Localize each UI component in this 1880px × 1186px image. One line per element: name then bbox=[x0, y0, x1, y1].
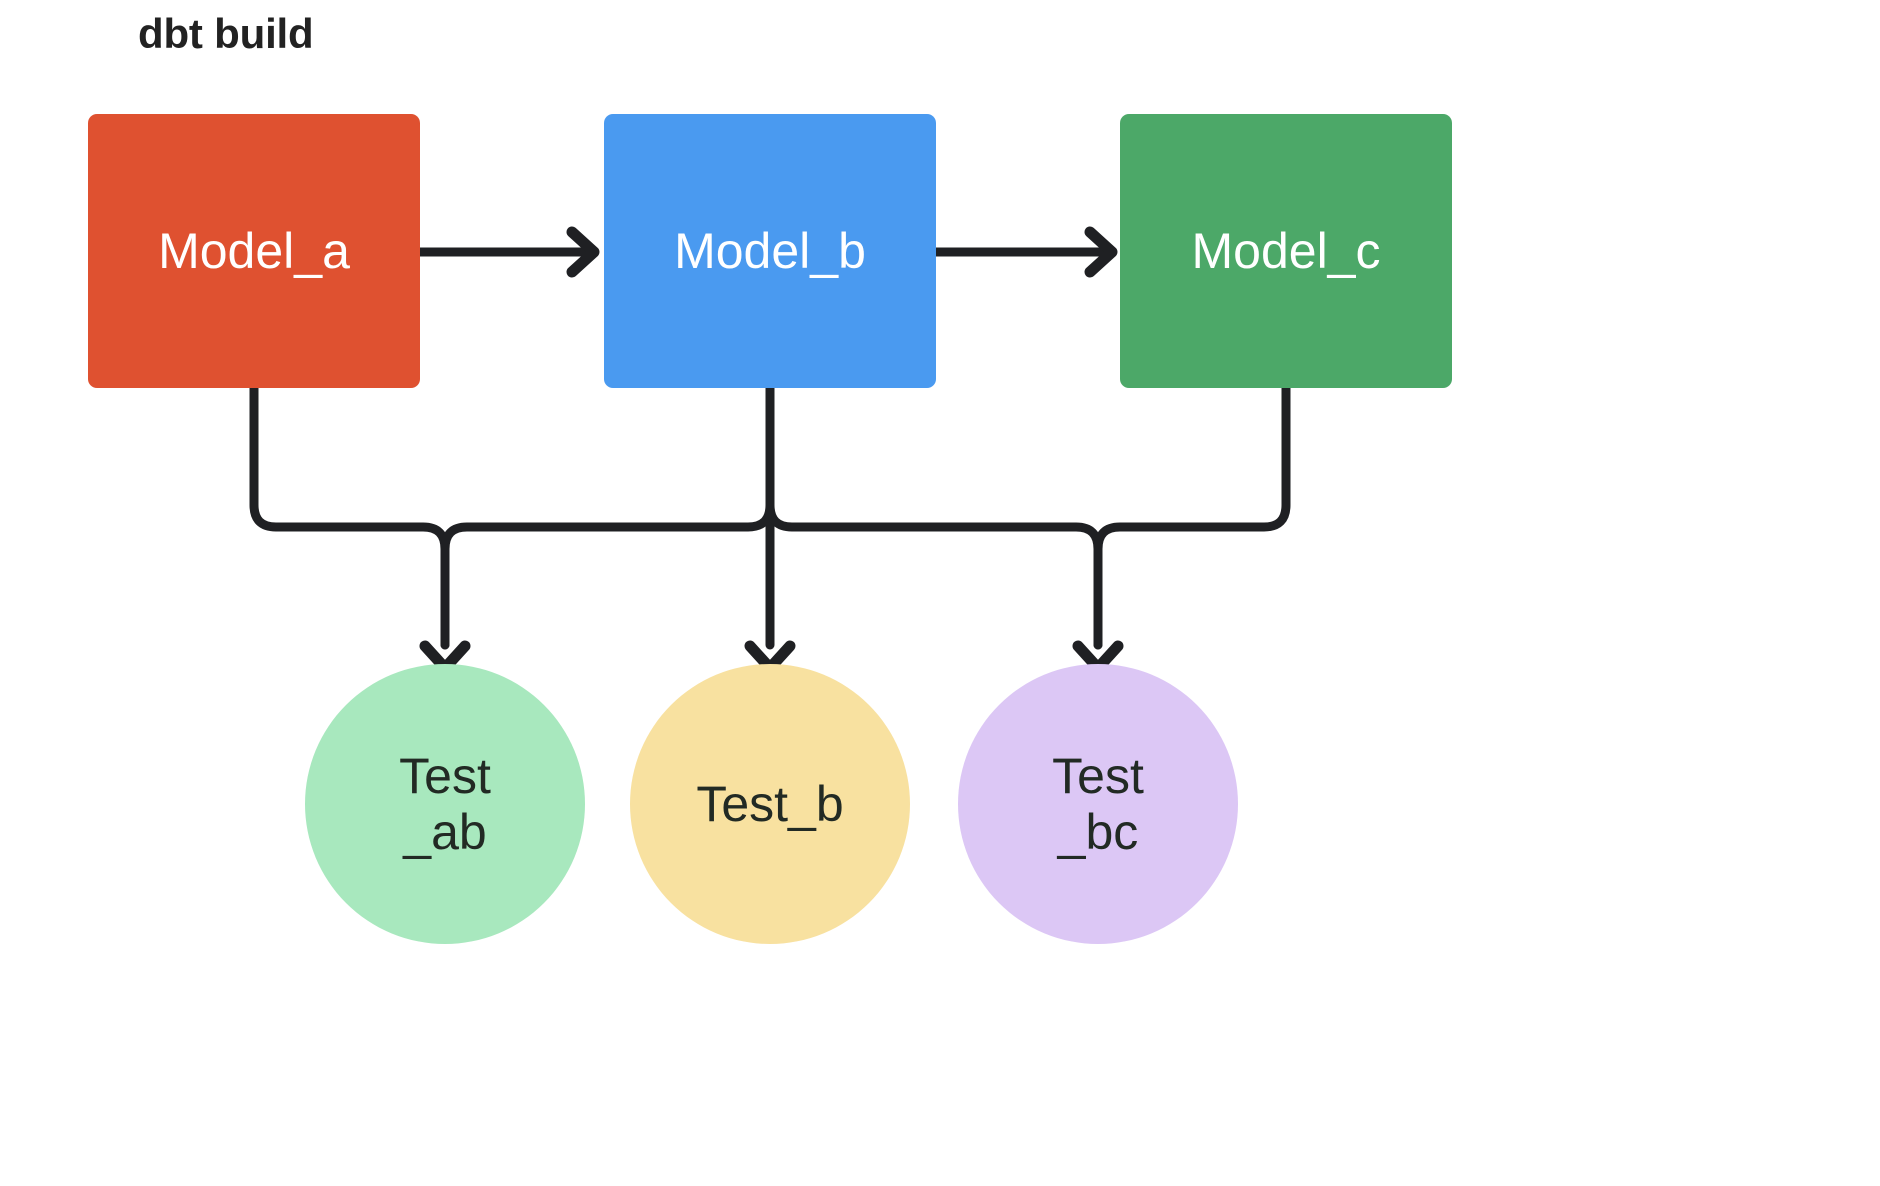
node-model-b-label: Model_b bbox=[674, 222, 866, 279]
page-title: dbt build bbox=[138, 10, 314, 57]
node-model-c-label: Model_c bbox=[1191, 222, 1381, 279]
arrowhead-model-c bbox=[1090, 232, 1112, 272]
node-model-c[interactable]: Model_c bbox=[1120, 114, 1452, 388]
node-model-b[interactable]: Model_b bbox=[604, 114, 936, 388]
node-model-a[interactable]: Model_a bbox=[88, 114, 420, 388]
edge-model-b-to-test-bc bbox=[765, 383, 1103, 650]
node-test-b[interactable]: Test_b bbox=[630, 664, 910, 944]
edge-model-c-to-test-bc bbox=[1093, 383, 1291, 650]
node-test-b-label: Test_b bbox=[696, 776, 844, 832]
edge-model-a-to-test-ab bbox=[249, 383, 450, 650]
arrowhead-model-b bbox=[572, 232, 594, 272]
node-model-a-label: Model_a bbox=[158, 222, 350, 279]
node-test-ab-label: Test _ab bbox=[399, 748, 491, 860]
node-test-ab[interactable]: Test _ab bbox=[305, 664, 585, 944]
node-test-bc[interactable]: Test _bc bbox=[958, 664, 1238, 944]
edge-model-b-to-test-ab bbox=[440, 383, 775, 650]
node-test-bc-label: Test _bc bbox=[1052, 748, 1144, 860]
